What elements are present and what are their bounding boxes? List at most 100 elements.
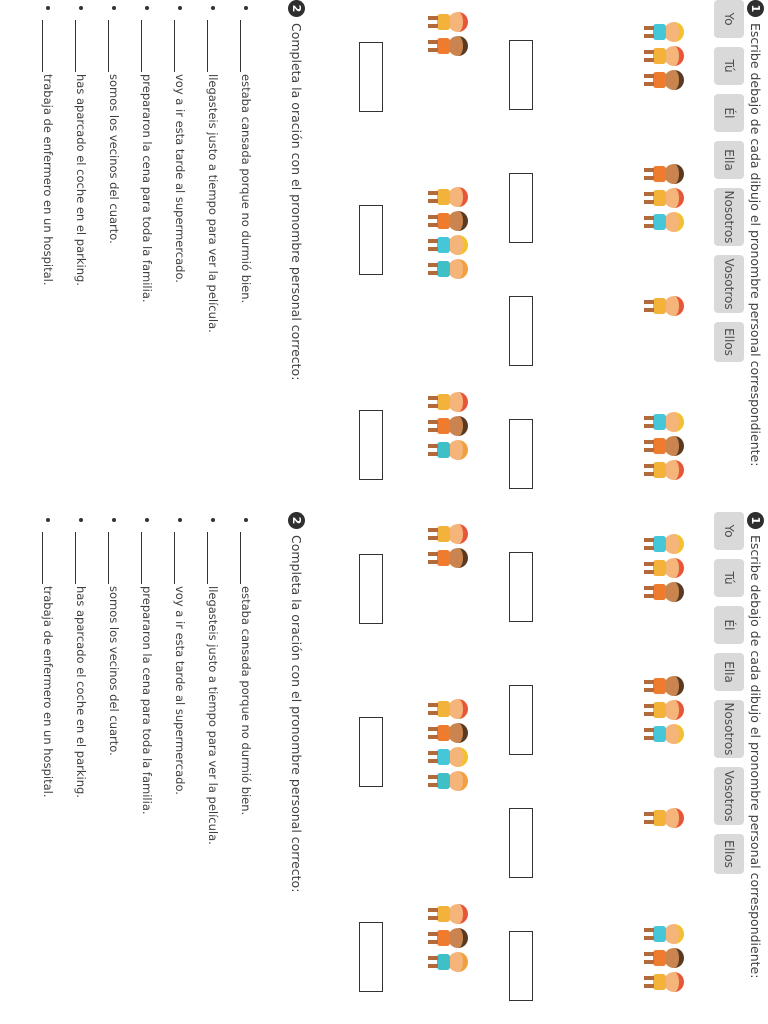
pronoun-pill: Ellos (714, 322, 744, 362)
child-icon (644, 806, 684, 830)
answer-blank[interactable] (141, 532, 154, 584)
child-icon (644, 44, 684, 68)
bullet (211, 518, 216, 522)
answer-box[interactable] (509, 808, 533, 878)
sentence-text: somos los vecinos del cuarto. (107, 586, 122, 756)
sentence-text: voy a ir esta tarde al supermercado. (173, 74, 188, 283)
sentence-list: estaba cansada porque no durmió bien.lle… (32, 518, 263, 845)
number-badge-icon: 2 (288, 512, 305, 529)
answer-blank[interactable] (42, 532, 55, 584)
child-icon (428, 390, 468, 414)
bullet (46, 518, 51, 522)
bullet (112, 518, 117, 522)
answer-blank[interactable] (240, 20, 253, 72)
child-icon (644, 210, 684, 234)
bullet (79, 6, 84, 10)
answer-blank[interactable] (207, 20, 220, 72)
pronoun-pill: Él (714, 94, 744, 132)
answer-box[interactable] (509, 40, 533, 110)
pronoun-pill: Yo (714, 0, 744, 38)
child-icon (644, 722, 684, 746)
answer-box[interactable] (509, 685, 533, 755)
sentence-text: estaba cansada porque no durmió bien. (239, 586, 254, 816)
sentence-item: somos los vecinos del cuarto. (98, 518, 131, 845)
child-icon (428, 10, 468, 34)
sentence-text: has aparcado el coche en el parking. (74, 74, 89, 286)
bullet (79, 518, 84, 522)
answer-box[interactable] (359, 42, 383, 112)
number-badge-icon: 2 (288, 0, 305, 17)
sentence-item: has aparcado el coche en el parking. (65, 6, 98, 333)
exercise-1-instruction: Escribe debajo de cada dibujo el pronomb… (748, 535, 763, 979)
pronoun-pill: Yo (714, 512, 744, 550)
child-icon (644, 162, 684, 186)
child-icon (644, 68, 684, 92)
answer-box[interactable] (509, 173, 533, 243)
sentence-text: estaba cansada porque no durmió bien. (239, 74, 254, 304)
sentence-item: estaba cansada porque no durmió bien. (230, 6, 263, 333)
bullet (112, 6, 117, 10)
bullet (46, 6, 51, 10)
pronoun-pill: Él (714, 606, 744, 644)
answer-box[interactable] (359, 717, 383, 787)
sentence-item: prepararon la cena para toda la familia. (131, 6, 164, 333)
answer-blank[interactable] (174, 532, 187, 584)
answer-blank[interactable] (75, 532, 88, 584)
child-icon (428, 745, 468, 769)
answer-box[interactable] (359, 205, 383, 275)
answer-blank[interactable] (108, 20, 121, 72)
answer-box[interactable] (509, 419, 533, 489)
child-icon (644, 674, 684, 698)
sentence-item: voy a ir esta tarde al supermercado. (164, 6, 197, 333)
child-icon (644, 698, 684, 722)
answer-box[interactable] (509, 296, 533, 366)
child-icon (428, 697, 468, 721)
sentence-item: trabaja de enfermero en un hospital. (32, 518, 65, 845)
child-icon (428, 185, 468, 209)
sentence-text: prepararon la cena para toda la familia. (140, 74, 155, 303)
answer-blank[interactable] (141, 20, 154, 72)
answer-box[interactable] (509, 552, 533, 622)
answer-box[interactable] (359, 554, 383, 624)
child-icon (428, 438, 468, 462)
child-icon (428, 34, 468, 58)
answer-blank[interactable] (207, 532, 220, 584)
child-icon (644, 970, 684, 994)
child-icon (428, 926, 468, 950)
child-icon (428, 209, 468, 233)
child-icon (428, 950, 468, 974)
child-icon (644, 410, 684, 434)
child-icon (644, 580, 684, 604)
answer-blank[interactable] (108, 532, 121, 584)
answer-box[interactable] (509, 931, 533, 1001)
child-icon (644, 294, 684, 318)
sentence-text: trabaja de enfermero en un hospital. (41, 586, 56, 798)
pronoun-pill: Nosotros (714, 700, 744, 758)
pronoun-pill: Tú (714, 47, 744, 85)
answer-blank[interactable] (75, 20, 88, 72)
child-icon (644, 556, 684, 580)
child-icon (428, 721, 468, 745)
answer-box[interactable] (359, 410, 383, 480)
answer-blank[interactable] (240, 532, 253, 584)
number-badge-icon: 1 (747, 512, 764, 529)
pronoun-pill: Ella (714, 653, 744, 691)
sentence-item: has aparcado el coche en el parking. (65, 518, 98, 845)
child-icon (644, 434, 684, 458)
sentence-item: llegasteis justo a tiempo para ver la pe… (197, 6, 230, 333)
child-icon (644, 186, 684, 210)
child-icon (644, 946, 684, 970)
answer-blank[interactable] (174, 20, 187, 72)
sentence-text: has aparcado el coche en el parking. (74, 586, 89, 798)
sentence-item: somos los vecinos del cuarto. (98, 6, 131, 333)
child-icon (428, 546, 468, 570)
bullet (244, 518, 249, 522)
bullet (145, 6, 150, 10)
answer-box[interactable] (359, 922, 383, 992)
answer-blank[interactable] (42, 20, 55, 72)
child-icon (644, 20, 684, 44)
pronoun-pill: Vosotros (714, 767, 744, 825)
